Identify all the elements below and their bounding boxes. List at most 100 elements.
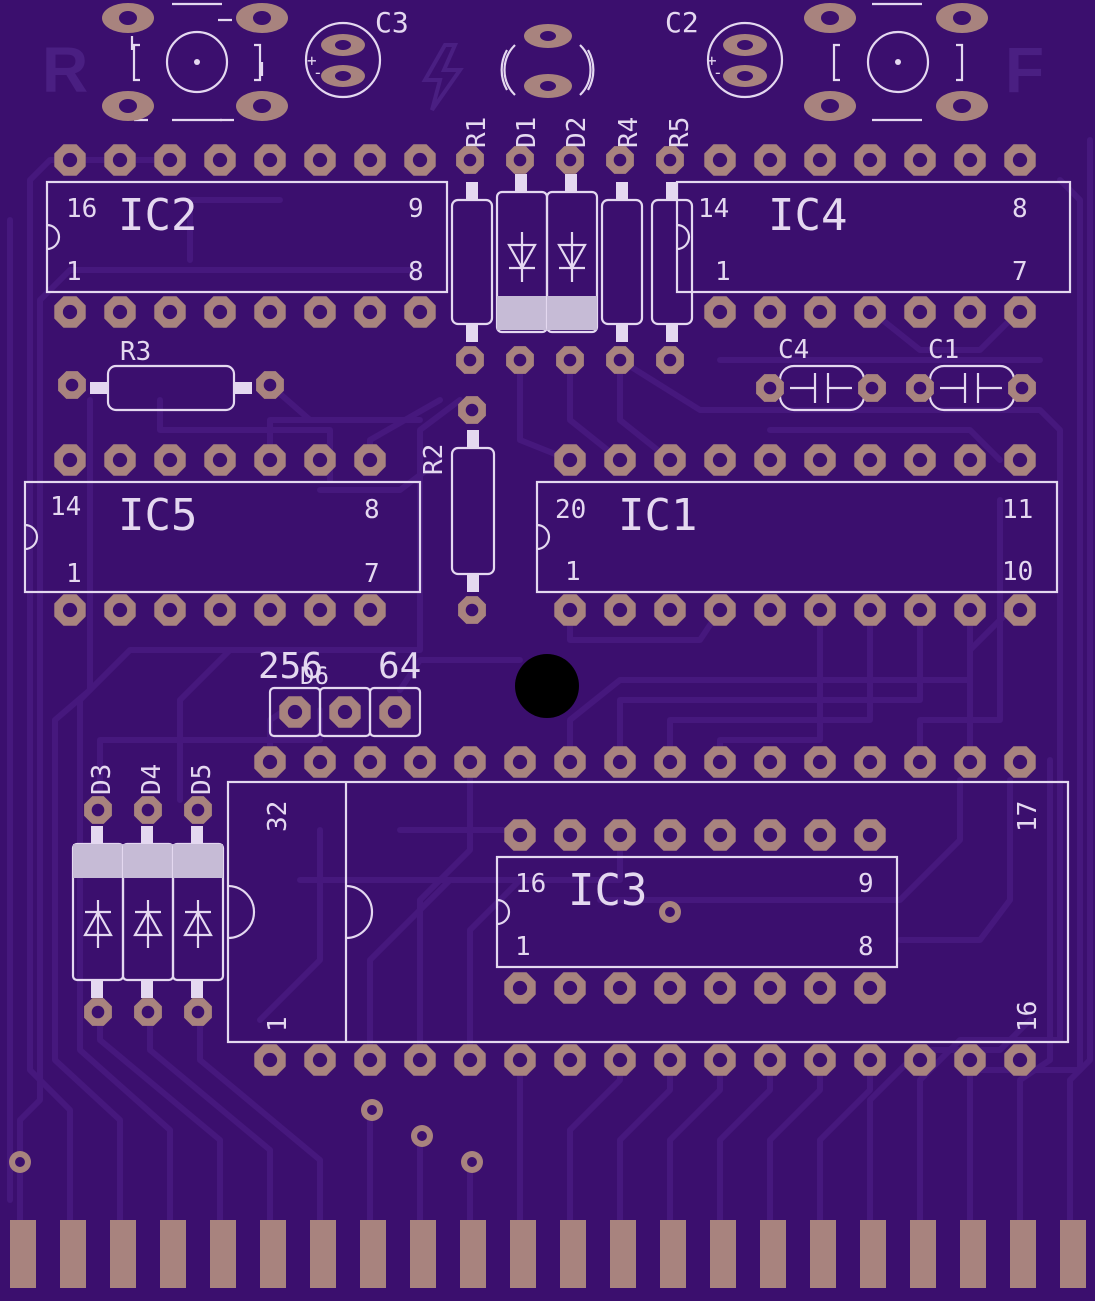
pad-hole [362,1052,378,1068]
pad-hole [287,704,303,720]
pad-hole [662,980,678,996]
pad-hole [862,980,878,996]
pad-hole [465,403,479,417]
switch-left[interactable] [102,2,288,122]
label-d2: D2 [562,117,592,148]
pad-hole [612,980,628,996]
ic5-pin-br: 7 [364,559,380,589]
diode-d5[interactable]: D5 [171,764,225,998]
pad-hole [562,602,578,618]
chip-ic3[interactable]: IC3 16 9 1 8 [495,855,899,969]
chip-ic5[interactable]: IC5 14 8 1 7 [23,480,422,594]
pad-hole [512,980,528,996]
pad-hole [1012,602,1028,618]
label-d4: D4 [137,764,167,795]
pad-hole [812,827,828,843]
pad-hole [112,602,128,618]
pad-hole [562,754,578,770]
pad-hole [912,1052,928,1068]
mounting-hole [515,654,579,718]
pad-hole [1012,452,1028,468]
chip-ic2[interactable]: IC2 16 9 1 8 [45,180,449,294]
pad-hole [712,602,728,618]
resistor-r4[interactable]: R4 [600,117,644,342]
edge-finger [10,1220,36,1288]
pad-hole [865,381,879,395]
pad-hole [91,1005,105,1019]
pad-hole [612,827,628,843]
ic3-pin-tr: 9 [858,869,874,899]
pad-hole [367,1105,377,1115]
pad-hole [65,378,79,392]
ic4-pin-tl: 14 [698,194,729,224]
diode-d1[interactable]: D1 [495,117,549,334]
resistor-r2[interactable]: R2 [419,430,496,592]
edge-connector[interactable] [10,1220,1086,1288]
pad-hole [91,803,105,817]
ic4-pin-bl: 1 [715,257,731,287]
edge-finger [410,1220,436,1288]
pad-hole [463,153,477,167]
pad-hole [913,381,927,395]
chip-ic4[interactable]: IC4 14 8 1 7 [675,180,1072,294]
chip-socket-32[interactable]: 32 17 1 16 [226,780,1070,1044]
edge-finger [660,1220,686,1288]
pad-hole [563,353,577,367]
capacitor-c2[interactable]: - + C2 [665,6,784,99]
ic4-name: IC4 [768,190,847,241]
pad-hole [312,754,328,770]
pad-hole [962,452,978,468]
pad-hole [612,1052,628,1068]
resistor-r1[interactable]: R1 [450,117,494,342]
pad-hole [467,1157,477,1167]
label-d5: D5 [187,764,217,795]
ic2-name: IC2 [118,190,197,241]
pad-hole [312,1052,328,1068]
ic3-pin-bl: 1 [515,932,531,962]
ic2-pin-tr: 9 [408,194,424,224]
pad-hole [712,452,728,468]
pad-hole [513,353,527,367]
pad-hole [141,1005,155,1019]
corner-label-right: F [1005,34,1044,106]
pad-hole [662,754,678,770]
pad-hole [412,304,428,320]
pad-hole [162,452,178,468]
pad-hole [662,827,678,843]
pad-hole [362,304,378,320]
edge-finger [760,1220,786,1288]
pad-hole [263,378,277,392]
pad-hole [412,1052,428,1068]
pad-hole [262,1052,278,1068]
pad-hole [812,602,828,618]
pad-hole [1012,152,1028,168]
resistor-r3[interactable]: R3 [90,337,252,412]
diode-d2[interactable]: D2 [545,117,599,334]
resistor-r5[interactable]: R5 [650,117,695,342]
jumper-d6[interactable]: 256 64 D6 [258,646,421,738]
pad-hole [712,980,728,996]
pad-hole [262,152,278,168]
capacitor-c3[interactable]: - + C3 [304,6,409,99]
pad-hole [362,754,378,770]
pad-hole [562,452,578,468]
pad-hole [1012,304,1028,320]
ic2-pin-tl: 16 [66,194,97,224]
diode-d3[interactable]: D3 [71,764,125,998]
edge-finger [610,1220,636,1288]
pad-hole [512,1052,528,1068]
pad-hole [387,704,403,720]
chip-ic1[interactable]: IC1 20 11 1 10 [535,480,1059,594]
switch-right[interactable] [804,2,988,122]
pad-hole [141,803,155,817]
label-c2: C2 [665,6,699,39]
pad-hole [262,754,278,770]
pad-hole [212,452,228,468]
ic2-pin-bl: 1 [66,257,82,287]
pad-hole [663,353,677,367]
pad-hole [862,827,878,843]
edge-finger [1010,1220,1036,1288]
socket-pin-bl: 1 [263,1016,293,1032]
pad-hole [663,153,677,167]
